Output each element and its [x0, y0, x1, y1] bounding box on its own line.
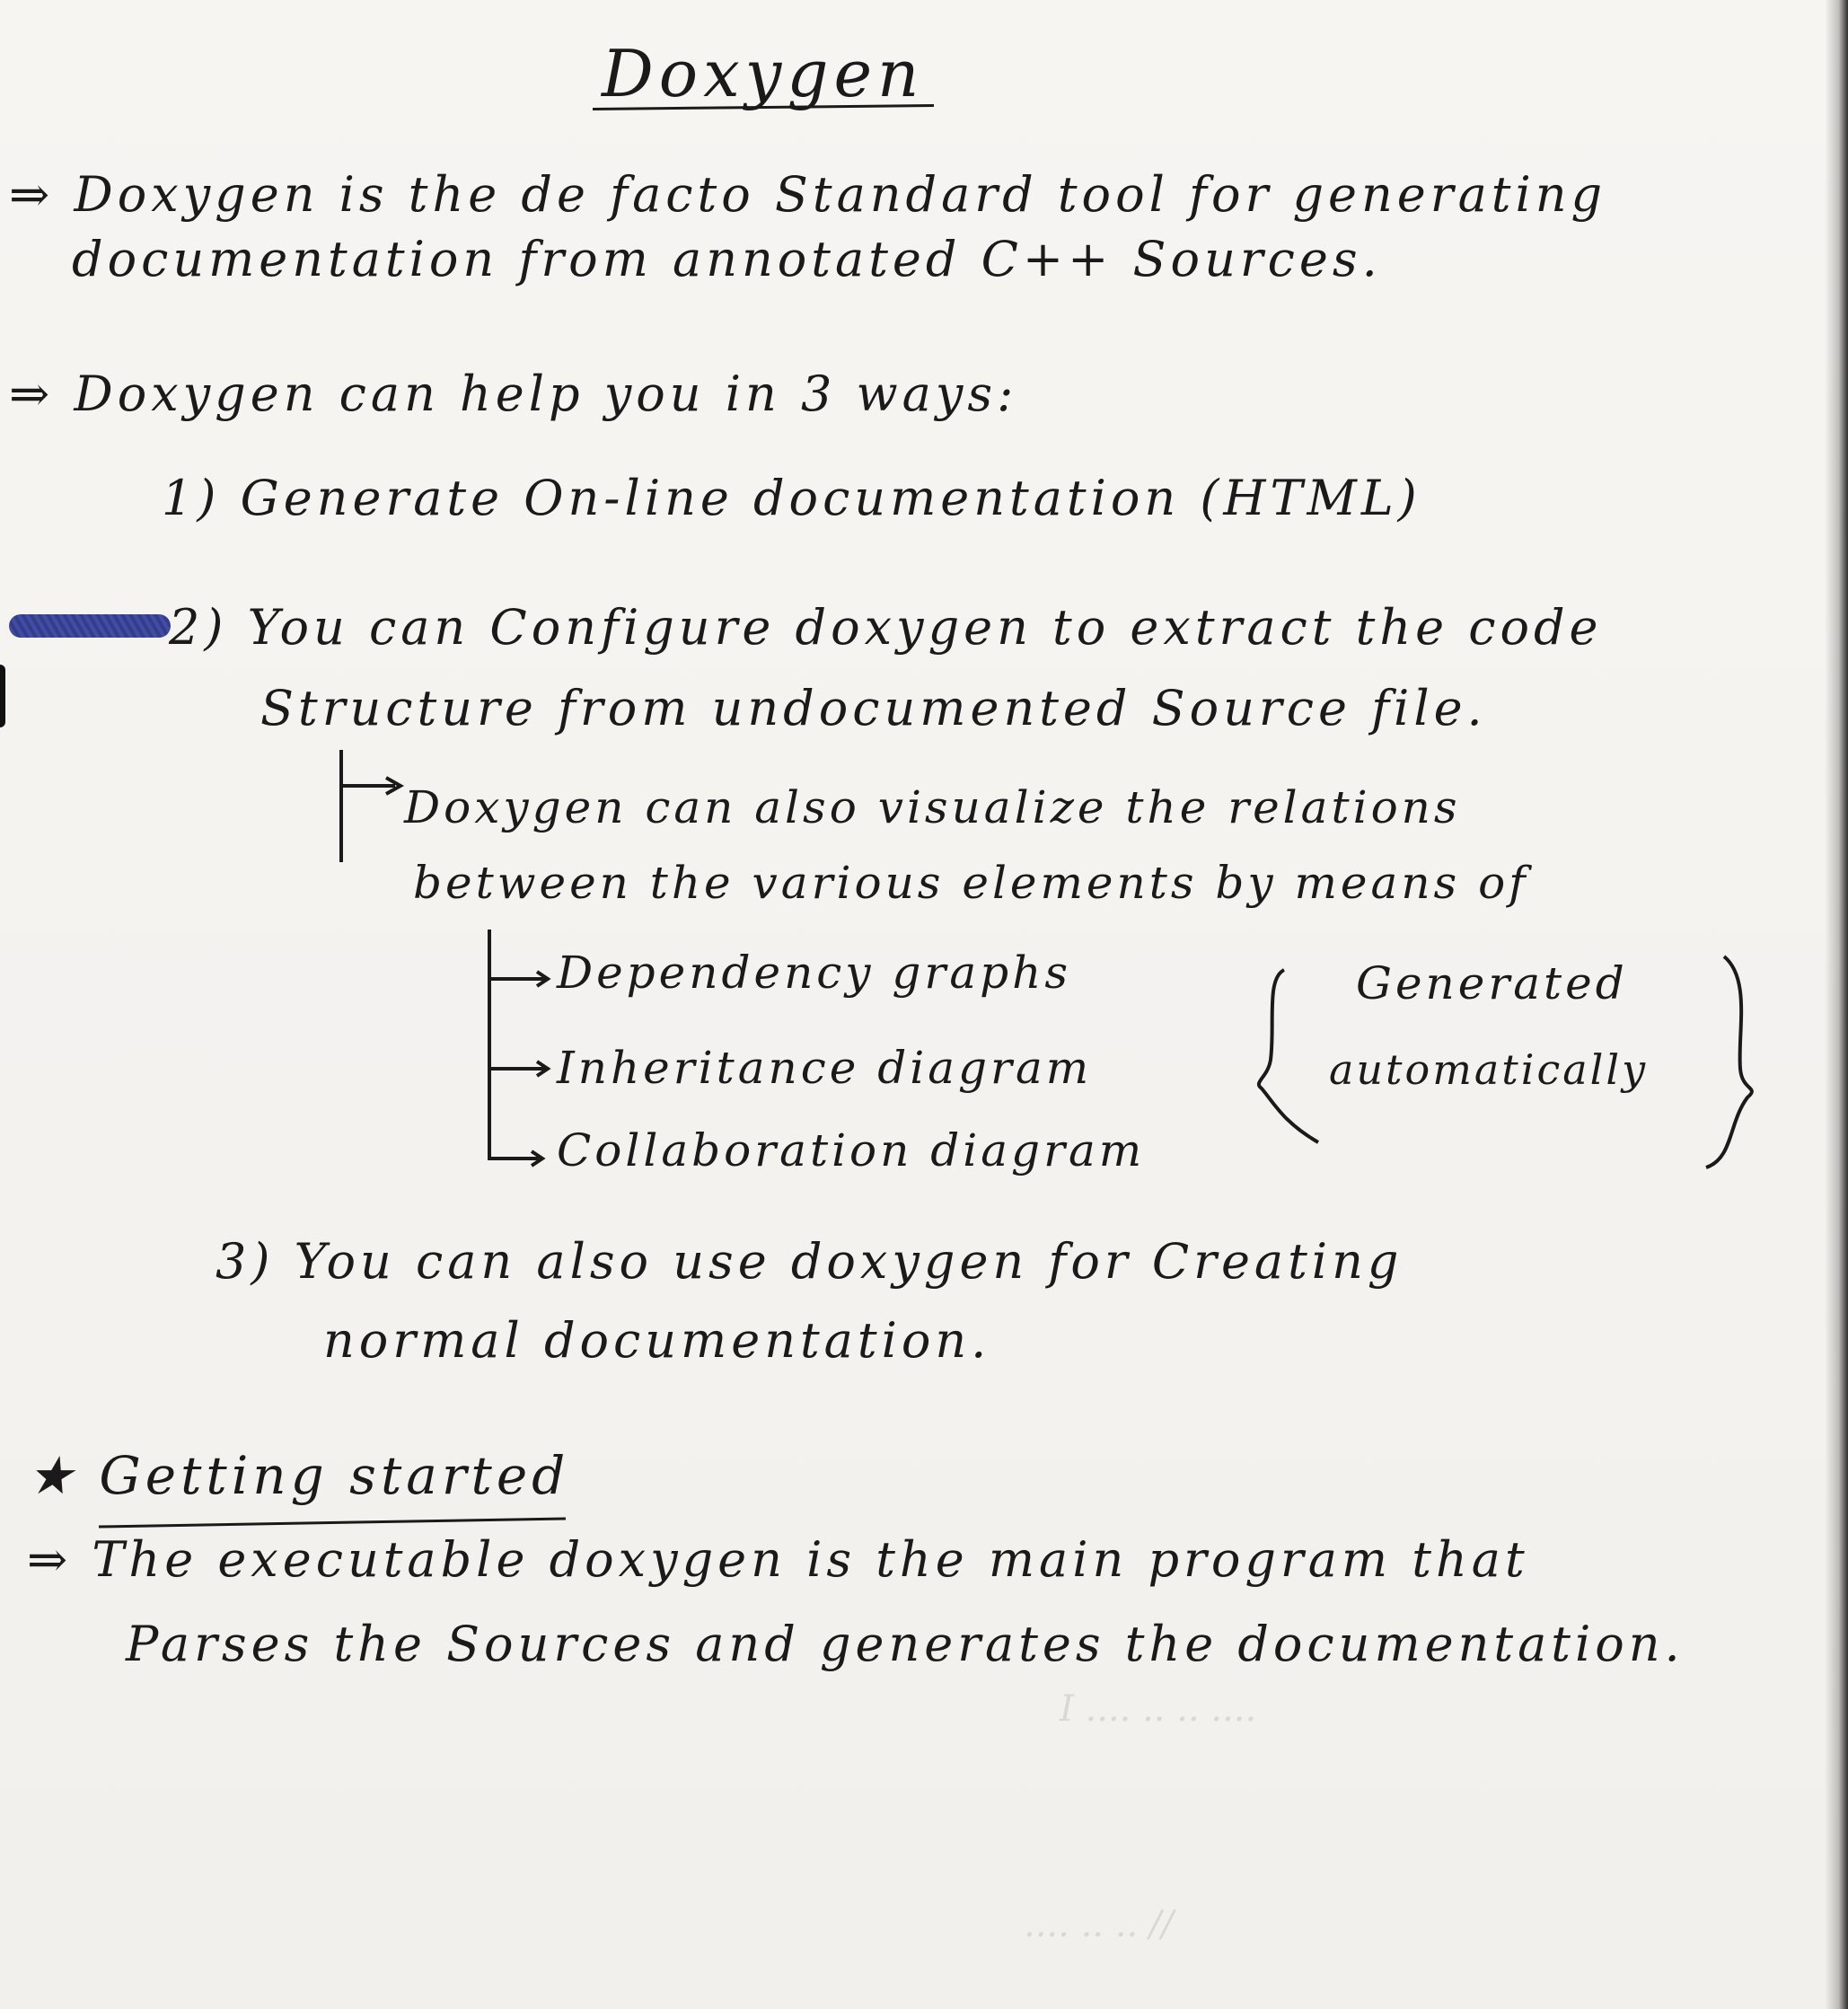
list-arrowhead-1: [535, 970, 551, 988]
way-3-line2: normal documentation.: [323, 1312, 991, 1369]
sub-branch-arrowhead: [385, 776, 405, 796]
way-2-line1: 2) You can Configure doxygen to extract …: [169, 599, 1603, 656]
sub-line2: between the various elements by means of: [413, 857, 1529, 909]
getting-started-heading: ★ Getting started: [27, 1445, 570, 1506]
getting-started-line2: Parses the Sources and generates the doc…: [126, 1616, 1685, 1672]
bleed-through-text: I .... .. .. ....: [1060, 1688, 1257, 1730]
list-branch-trunk: [488, 930, 539, 1160]
list-arrowhead-2: [535, 1060, 551, 1078]
list-item-dependency: Dependency graphs: [557, 947, 1072, 999]
page-edge-shadow: [1825, 0, 1848, 2009]
ways-intro: ⇒ Doxygen can help you in 3 ways:: [9, 366, 1018, 422]
list-item-collaboration: Collaboration diagram: [557, 1124, 1146, 1176]
side-note-line2: automatically: [1329, 1045, 1649, 1094]
bleed-through-text: .... .. .. //: [1024, 1904, 1174, 1945]
way-3-line1: 3) You can also use doxygen for Creating: [216, 1233, 1404, 1290]
way-1: 1) Generate On-line documentation (HTML): [162, 470, 1421, 526]
sub-line1: Doxygen can also visualize the relations: [404, 781, 1461, 833]
left-curly-brace: [1256, 968, 1320, 1144]
scribble-mark: [9, 614, 171, 638]
para1-line1: ⇒ Doxygen is the de facto Standard tool …: [9, 166, 1607, 223]
side-note-line1: Generated: [1356, 957, 1628, 1009]
way-2-line2: Structure from undocumented Source file.: [260, 680, 1487, 736]
page-title: Doxygen: [602, 36, 925, 111]
margin-mark: [0, 665, 5, 727]
right-curly-brace: [1705, 955, 1754, 1169]
list-item-inheritance: Inheritance diagram: [557, 1042, 1093, 1094]
para1-line2: documentation from annotated C++ Sources…: [72, 231, 1382, 287]
getting-started-line1: ⇒ The executable doxygen is the main pro…: [27, 1531, 1529, 1588]
list-arrowhead-3: [530, 1150, 546, 1168]
